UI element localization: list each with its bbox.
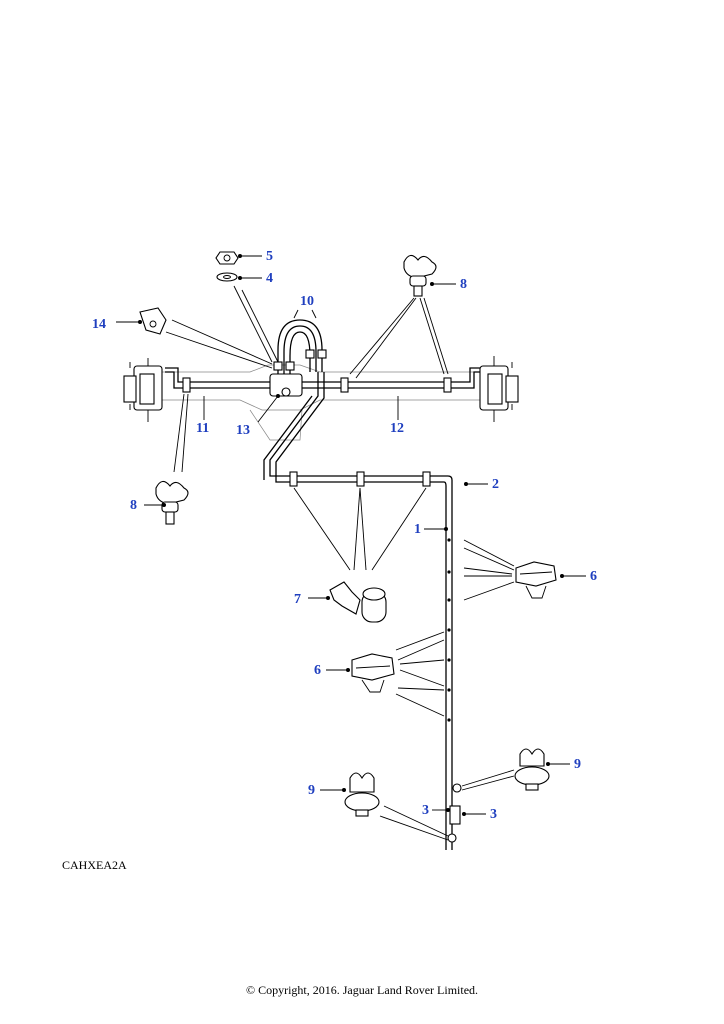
callout-5: 5 — [266, 249, 273, 264]
grommet-clip-icon — [514, 748, 550, 791]
pipe-clip-icon — [155, 480, 189, 525]
callout-3-left: 3 — [422, 803, 429, 818]
vertical-pipe-clips — [447, 538, 451, 722]
washer-icon — [216, 272, 238, 282]
callout-6-right: 6 — [590, 569, 597, 584]
bracket-icon — [139, 307, 167, 335]
callout-8-top: 8 — [460, 277, 467, 292]
double-clip-icon — [329, 581, 387, 623]
callout-10: 10 — [300, 294, 314, 309]
callout-11: 11 — [196, 421, 210, 436]
leader-lines — [116, 254, 586, 841]
callout-13: 13 — [236, 423, 250, 438]
callout-9-left: 9 — [308, 783, 315, 798]
multi-clip-icon — [515, 561, 557, 599]
callout-7: 7 — [294, 592, 301, 607]
callout-14: 14 — [92, 317, 106, 332]
copyright-notice: © Copyright, 2016. Jaguar Land Rover Lim… — [245, 983, 479, 997]
pipe-clip-icon — [403, 254, 437, 297]
callout-4: 4 — [266, 271, 273, 286]
t-piece — [269, 373, 303, 397]
diagram-code: CAHXEA2A — [62, 858, 127, 872]
callout-12: 12 — [390, 421, 404, 436]
callout-6-left: 6 — [314, 663, 321, 678]
right-hub — [479, 356, 519, 422]
callout-9-right: 9 — [574, 757, 581, 772]
flexible-hoses — [273, 319, 327, 374]
callout-3-right: 3 — [490, 807, 497, 822]
left-hub — [123, 358, 163, 422]
callout-1: 1 — [414, 522, 421, 537]
callout-2: 2 — [492, 477, 499, 492]
main-pipes — [263, 372, 462, 850]
axle-pipes — [165, 367, 480, 393]
nut-icon — [215, 251, 239, 265]
callout-8-left: 8 — [130, 498, 137, 513]
multi-clip-icon — [351, 653, 395, 693]
grommet-clip-icon — [344, 772, 380, 817]
